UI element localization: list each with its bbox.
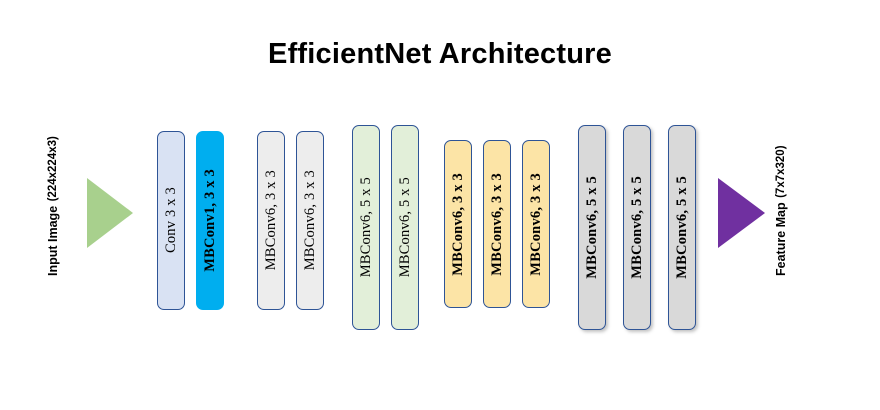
feature-map-shape: (7x7x320) — [775, 145, 787, 198]
layer-block[interactable]: MBConv6, 3 x 3 — [296, 131, 324, 310]
layer-block[interactable]: MBConv6, 5 x 5 — [391, 125, 419, 330]
layer-block-label: MBConv6, 3 x 3 — [262, 170, 279, 271]
layer-block-label: MBConv6, 5 x 5 — [628, 176, 645, 279]
output-arrow-icon — [718, 178, 765, 248]
input-arrow-icon — [87, 178, 133, 248]
layer-block-label: MBConv6, 5 x 5 — [396, 177, 413, 278]
layer-block-label: MBConv6, 5 x 5 — [583, 176, 600, 279]
layer-block[interactable]: MBConv6, 3 x 3 — [522, 140, 550, 308]
layer-block[interactable]: MBConv6, 5 x 5 — [578, 125, 606, 330]
layer-block[interactable]: MBConv6, 5 x 5 — [668, 125, 696, 330]
page-title: EfficientNet Architecture — [268, 38, 612, 70]
layer-block[interactable]: MBConv6, 5 x 5 — [623, 125, 651, 330]
layer-block-label: MBConv6, 3 x 3 — [449, 172, 466, 276]
layer-block-label: MBConv6, 3 x 3 — [488, 172, 505, 276]
layer-block-label: MBConv6, 3 x 3 — [527, 172, 544, 276]
layer-block[interactable]: MBConv6, 3 x 3 — [483, 140, 511, 308]
feature-map-label: Feature Map (7x7x320) — [772, 145, 790, 276]
layer-block-label: MBConv6, 5 x 5 — [673, 176, 690, 279]
layer-block[interactable]: MBConv6, 3 x 3 — [444, 140, 472, 308]
layer-block-label: MBConv6, 5 x 5 — [357, 177, 374, 278]
feature-map-name: Feature Map — [774, 202, 788, 276]
layer-block[interactable]: Conv 3 x 3 — [157, 131, 185, 310]
layer-block[interactable]: MBConv1, 3 x 3 — [196, 131, 224, 310]
layer-block-label: MBConv1, 3 x 3 — [201, 169, 218, 272]
layer-block-label: Conv 3 x 3 — [162, 187, 179, 254]
layer-block[interactable]: MBConv6, 3 x 3 — [257, 131, 285, 310]
layer-block-label: MBConv6, 3 x 3 — [301, 170, 318, 271]
layer-block[interactable]: MBConv6, 5 x 5 — [352, 125, 380, 330]
